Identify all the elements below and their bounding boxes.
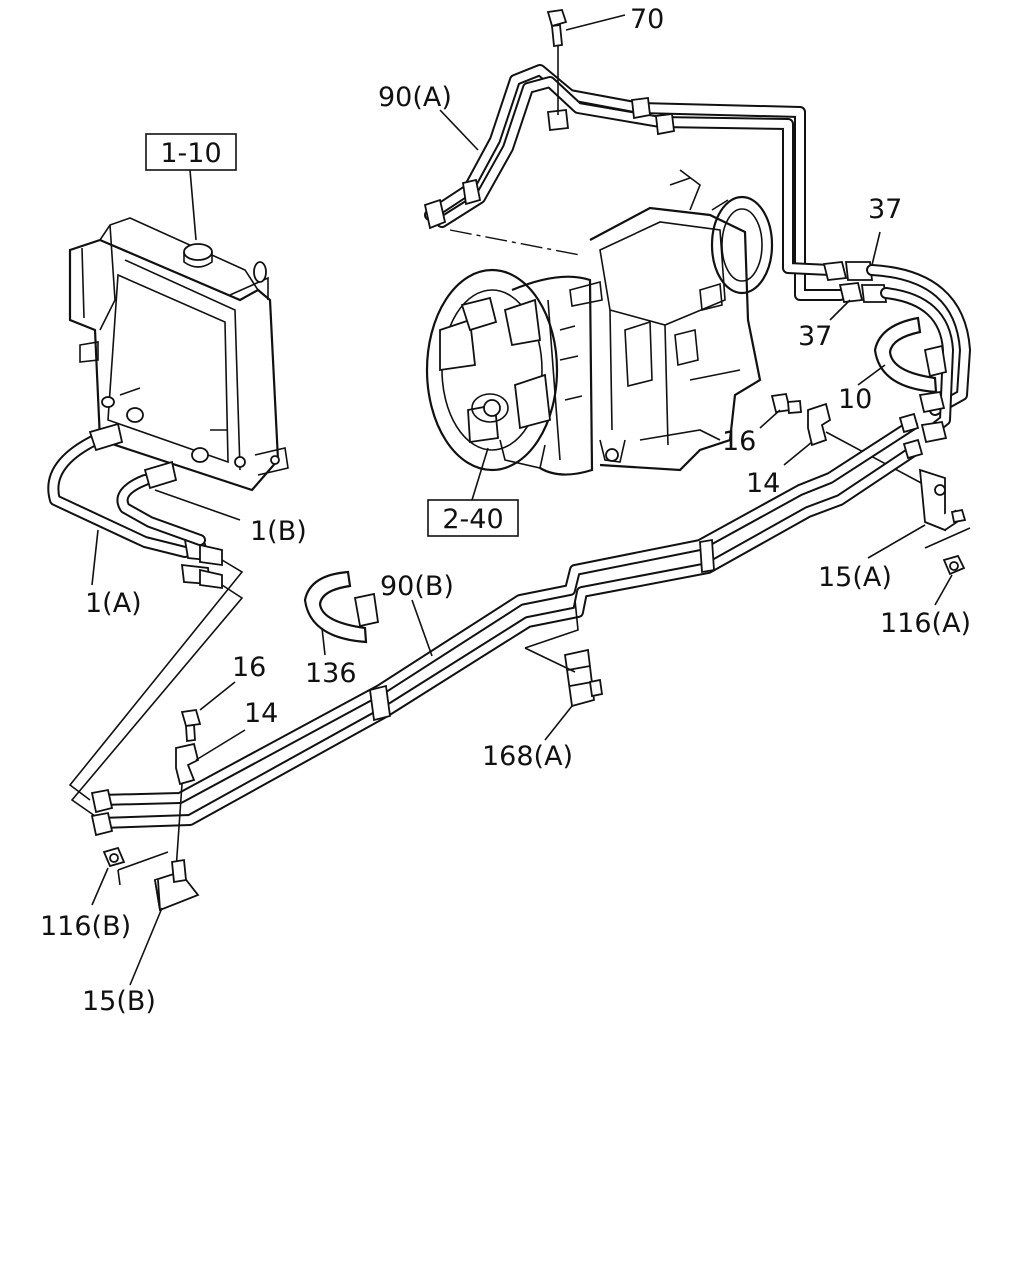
dashed-link-hoses-to-pipe [68,559,244,817]
band-10[interactable] [873,316,948,394]
dashed-link-nut-left [117,851,169,886]
nut-116a[interactable] [942,554,966,576]
label-pipe-90b: 90(B) [380,571,454,602]
leader-connector-37-upper [871,231,881,266]
label-band-136: 136 [305,658,357,689]
clamp-168a[interactable] [563,648,604,708]
connector-37-upper[interactable] [822,261,874,281]
dashed-link-nut-right [924,527,971,549]
label-nut-116a: 116(A) [880,608,971,639]
label-band-10: 10 [838,384,872,415]
leader-nut-116b [91,867,109,906]
leader-clamp-168a [544,705,573,741]
leader-bolt-70 [565,14,626,31]
hose-1b [116,460,223,590]
transmission-illustration [425,169,774,476]
clip-14-left[interactable] [175,742,200,786]
label-connector-37-lower: 37 [798,321,832,352]
dashed-link-clip-left [175,783,183,871]
leader-hose-1b [154,489,241,521]
hose-1a [47,422,212,585]
leader-bracket-15b [129,907,163,986]
label-bolt-16-right: 16 [722,426,756,457]
bolt-16-right[interactable] [770,392,802,414]
label-bracket-15a: 15(A) [818,562,892,593]
leader-transmission-ref [471,447,489,501]
label-clamp-168a: 168(A) [482,741,573,772]
label-hose-1b: 1(B) [250,516,307,547]
band-136[interactable] [303,570,380,644]
leader-bolt-16-left [199,681,236,711]
leader-bolt-16-right [759,409,781,429]
leader-band-10 [857,364,886,386]
nut-116b[interactable] [102,846,126,868]
pipe-90a [423,64,846,301]
leader-radiator-ref [189,169,197,241]
leader-band-136 [321,627,326,656]
leader-bracket-15a [867,524,926,559]
centerline-pipe-to-trans [449,229,581,256]
radiator-reference-label: 1-10 [160,138,221,169]
label-pipe-90a: 90(A) [378,82,452,113]
leader-clip-14-right [783,441,813,466]
label-clip-14-right: 14 [746,468,780,499]
label-clip-14-left: 14 [244,698,278,729]
label-bolt-16-left: 16 [232,652,266,683]
leader-pipe-90a [439,109,479,151]
pipe-90b [90,412,924,837]
connector-37-lower[interactable] [838,282,888,303]
hoses-right [866,264,971,444]
transmission-reference-box[interactable]: 2-40 [427,499,519,537]
leader-clip-14-left [195,729,246,761]
label-hose-1a: 1(A) [85,588,142,619]
bracket-15a[interactable] [918,468,967,532]
leader-hose-1a [91,529,99,586]
clip-14-right[interactable] [807,402,832,447]
bolt-70[interactable] [546,9,568,48]
label-connector-37-upper: 37 [868,194,902,225]
leader-connector-37-lower [829,299,851,321]
bolt-16-left[interactable] [180,708,202,743]
label-nut-116b: 116(B) [40,911,131,942]
transmission-reference-label: 2-40 [442,504,503,535]
label-bracket-15b: 15(B) [82,986,156,1017]
radiator-illustration [68,217,289,492]
leader-pipe-90b [411,599,433,657]
leader-nut-116a [934,574,953,606]
label-bolt-70: 70 [630,4,664,35]
bracket-15b[interactable] [153,858,200,912]
dashed-link-clip-right [825,431,926,486]
dashed-link-clamp [524,599,579,673]
radiator-reference-box[interactable]: 1-10 [145,133,237,171]
